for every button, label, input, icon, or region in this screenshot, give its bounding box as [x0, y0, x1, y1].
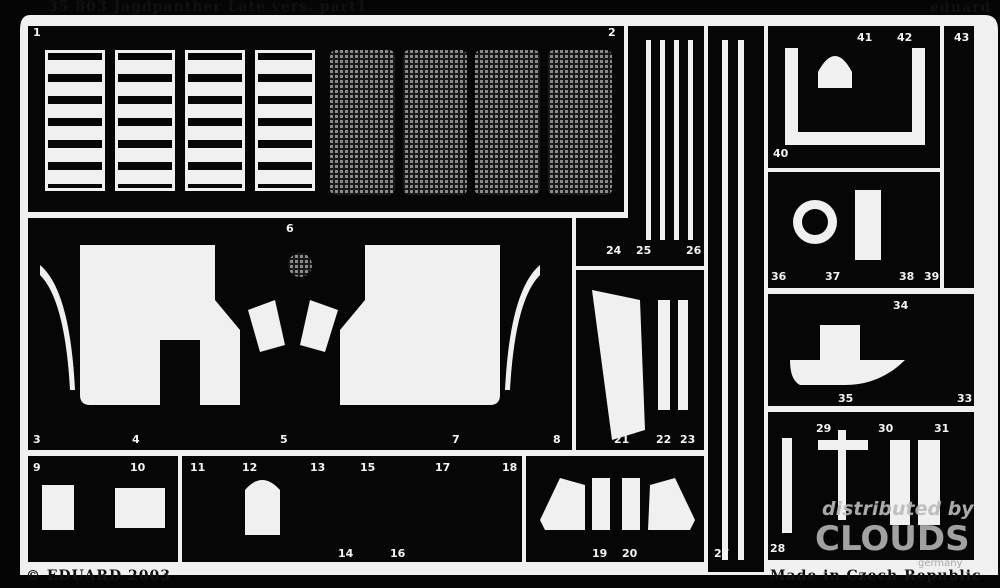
part-label: 39 — [924, 270, 939, 283]
part-label: 11 — [190, 461, 205, 474]
part-label: 23 — [680, 433, 695, 446]
watermark-country: germany — [918, 558, 963, 569]
part-label: 41 — [857, 31, 872, 44]
part-2-grills — [330, 50, 612, 195]
part-label: 3 — [33, 433, 41, 446]
part-label: 25 — [636, 244, 651, 257]
part-label: 29 — [816, 422, 831, 435]
part-label: 7 — [452, 433, 460, 446]
part-label: 35 — [838, 392, 853, 405]
part-label: 20 — [622, 547, 638, 560]
part-label: 4 — [132, 433, 140, 446]
part-label: 26 — [686, 244, 702, 257]
part-label: 19 — [592, 547, 607, 560]
fender-parts — [40, 245, 540, 405]
watermark-logo: CLOUDS — [815, 519, 970, 559]
part-label: 28 — [770, 542, 785, 555]
part-label: 9 — [33, 461, 41, 474]
brand-label: eduard — [930, 0, 991, 16]
part-label: 15 — [360, 461, 375, 474]
part-label: 33 — [957, 392, 972, 405]
part-label: 6 — [286, 222, 294, 235]
copyright-label: © EDUARD 2003 — [26, 568, 171, 584]
part-label: 37 — [825, 270, 840, 283]
part-label: 30 — [878, 422, 894, 435]
part-label: 43 — [954, 31, 969, 44]
part-label: 38 — [899, 270, 914, 283]
part-label: 17 — [435, 461, 450, 474]
part-label: 13 — [310, 461, 325, 474]
part-label: 2 — [608, 26, 616, 39]
part-label: 31 — [934, 422, 949, 435]
part-label: 1 — [33, 26, 41, 39]
part-label: 36 — [771, 270, 787, 283]
part-label: 34 — [893, 299, 909, 312]
part-label: 16 — [390, 547, 406, 560]
part-1-ladders — [45, 50, 315, 191]
part-label: 18 — [502, 461, 517, 474]
part-label: 22 — [656, 433, 671, 446]
part-label: 40 — [773, 147, 789, 160]
part-label: 24 — [606, 244, 622, 257]
small-parts — [42, 48, 940, 535]
part-25-26-strips — [646, 40, 744, 560]
part-label: 12 — [242, 461, 257, 474]
part-number-labels: 1 2 3 4 5 6 7 8 9 10 11 12 13 14 15 16 1… — [33, 26, 972, 560]
part-label: 10 — [130, 461, 146, 474]
part-label: 42 — [897, 31, 912, 44]
part-label: 27 — [714, 547, 729, 560]
part-label: 21 — [614, 433, 629, 446]
part-label: 5 — [280, 433, 288, 446]
part-label: 8 — [553, 433, 561, 446]
watermark-distributed: distributed by — [822, 498, 975, 520]
fret-title: 35 803 Jagdpanther Late vers. part1 — [48, 0, 367, 15]
origin-label: Made in Czech Republic — [770, 568, 982, 584]
part-label: 14 — [338, 547, 354, 560]
